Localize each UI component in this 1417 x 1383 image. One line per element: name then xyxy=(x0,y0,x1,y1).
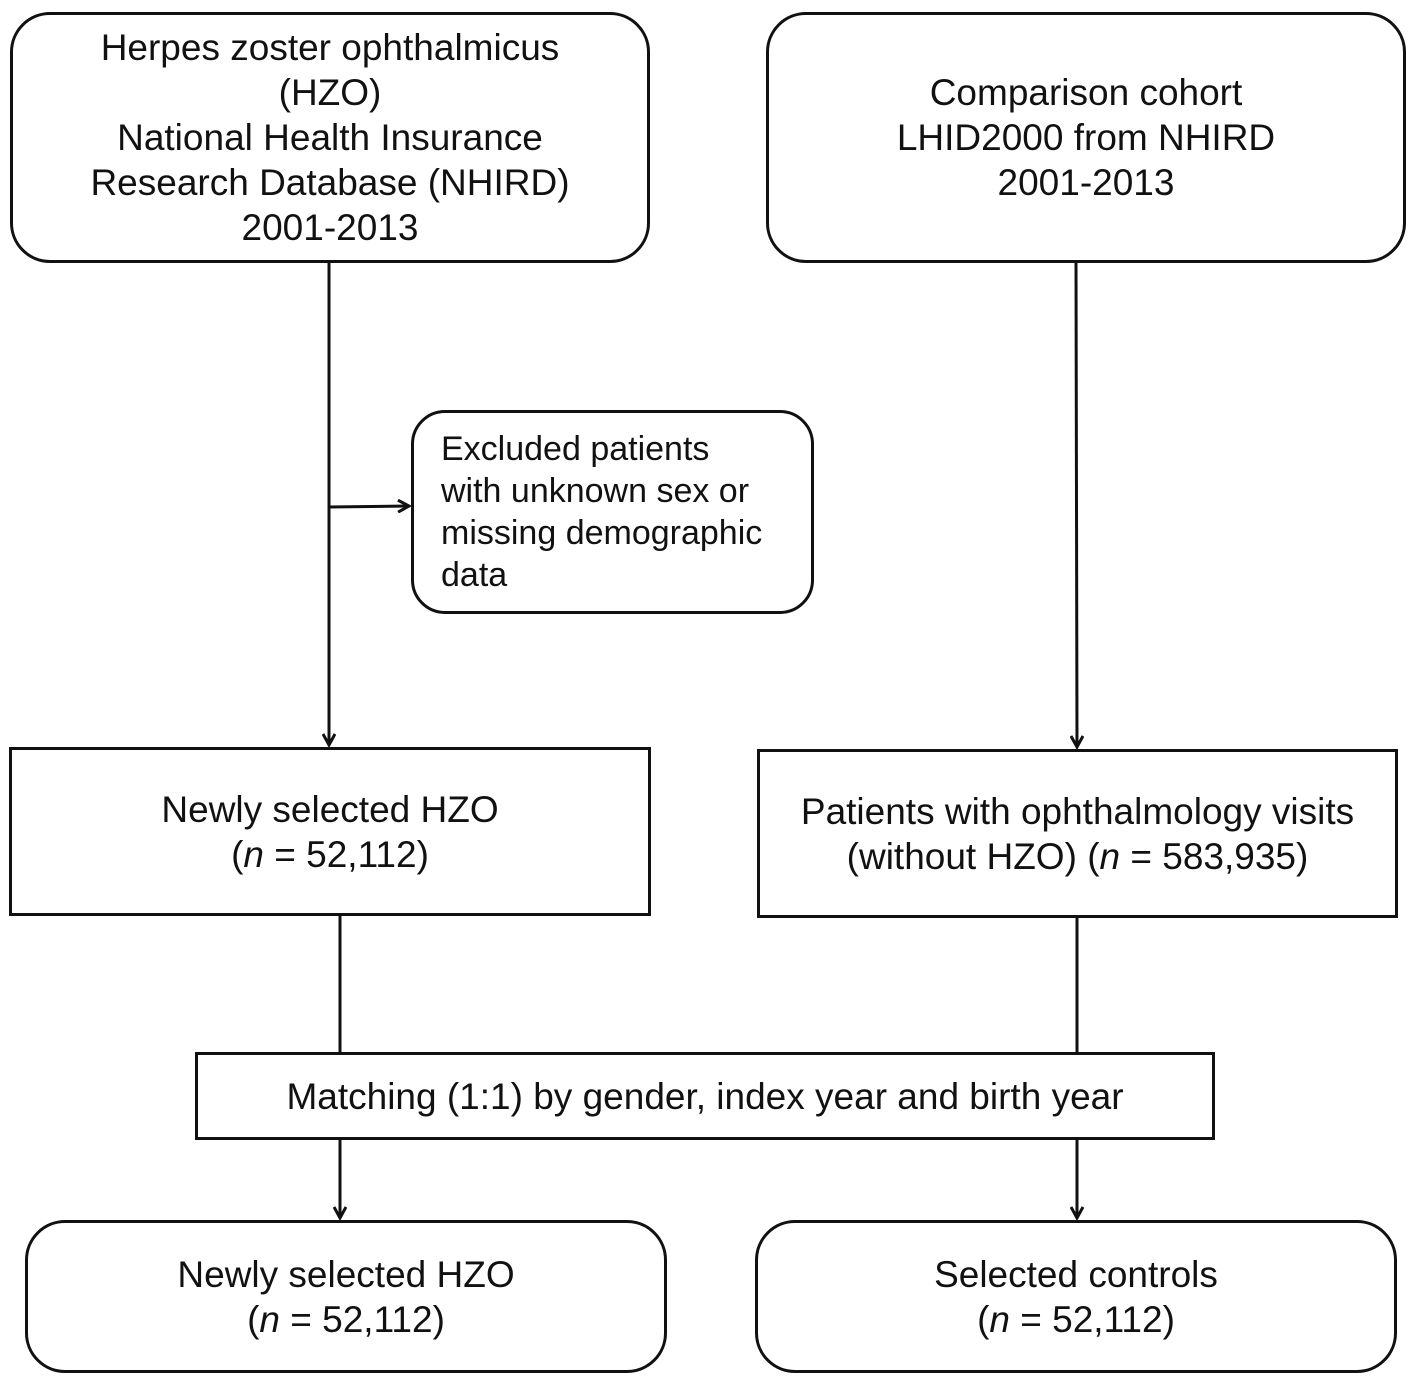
hzo-final-title: Newly selected HZO xyxy=(177,1253,515,1295)
controls-final-count: (n = 52,112) xyxy=(977,1298,1175,1340)
hzo-source-line-4: Research Database (NHIRD) xyxy=(90,162,570,203)
arrow-to-exclusion xyxy=(328,506,409,507)
hzo-final-box: Newly selected HZO (n = 52,112) xyxy=(25,1220,667,1373)
comparison-line-1: Comparison cohort xyxy=(929,72,1243,113)
controls-final-box: Selected controls (n = 52,112) xyxy=(755,1220,1397,1373)
matching-label: Matching (1:1) by gender, index year and… xyxy=(286,1075,1124,1117)
hzo-selected-box: Newly selected HZO (n = 52,112) xyxy=(9,747,651,916)
hzo-source-box: Herpes zoster ophthalmicus (HZO) Nationa… xyxy=(10,12,650,263)
exclusion-line-2: with unknown sex or xyxy=(441,472,750,510)
comparison-line-2: LHID2000 from NHIRD xyxy=(896,117,1276,158)
arrow-comparison-to-ophthalmology xyxy=(1076,261,1077,747)
exclusion-box: Excluded patients with unknown sex or mi… xyxy=(411,410,814,614)
hzo-final-count: (n = 52,112) xyxy=(247,1298,445,1340)
exclusion-line-3: missing demographic xyxy=(441,514,763,552)
exclusion-line-4: data xyxy=(441,556,508,594)
exclusion-line-1: Excluded patients xyxy=(441,430,710,468)
hzo-selected-title: Newly selected HZO xyxy=(161,788,499,830)
hzo-source-line-1: Herpes zoster ophthalmicus xyxy=(100,27,560,68)
hzo-source-line-2: (HZO) xyxy=(278,72,382,113)
comparison-source-box: Comparison cohort LHID2000 from NHIRD 20… xyxy=(766,12,1406,263)
hzo-source-line-3: National Health Insurance xyxy=(117,117,543,158)
hzo-source-line-5: 2001-2013 xyxy=(241,207,419,248)
ophthalmology-title: Patients with ophthalmology visits xyxy=(800,790,1355,832)
ophthalmology-box: Patients with ophthalmology visits (with… xyxy=(757,749,1398,918)
comparison-line-3: 2001-2013 xyxy=(997,162,1175,203)
controls-final-title: Selected controls xyxy=(934,1253,1218,1295)
matching-box: Matching (1:1) by gender, index year and… xyxy=(195,1052,1215,1140)
hzo-selected-count: (n = 52,112) xyxy=(231,833,429,875)
ophthalmology-count: (without HZO) (n = 583,935) xyxy=(846,835,1309,877)
